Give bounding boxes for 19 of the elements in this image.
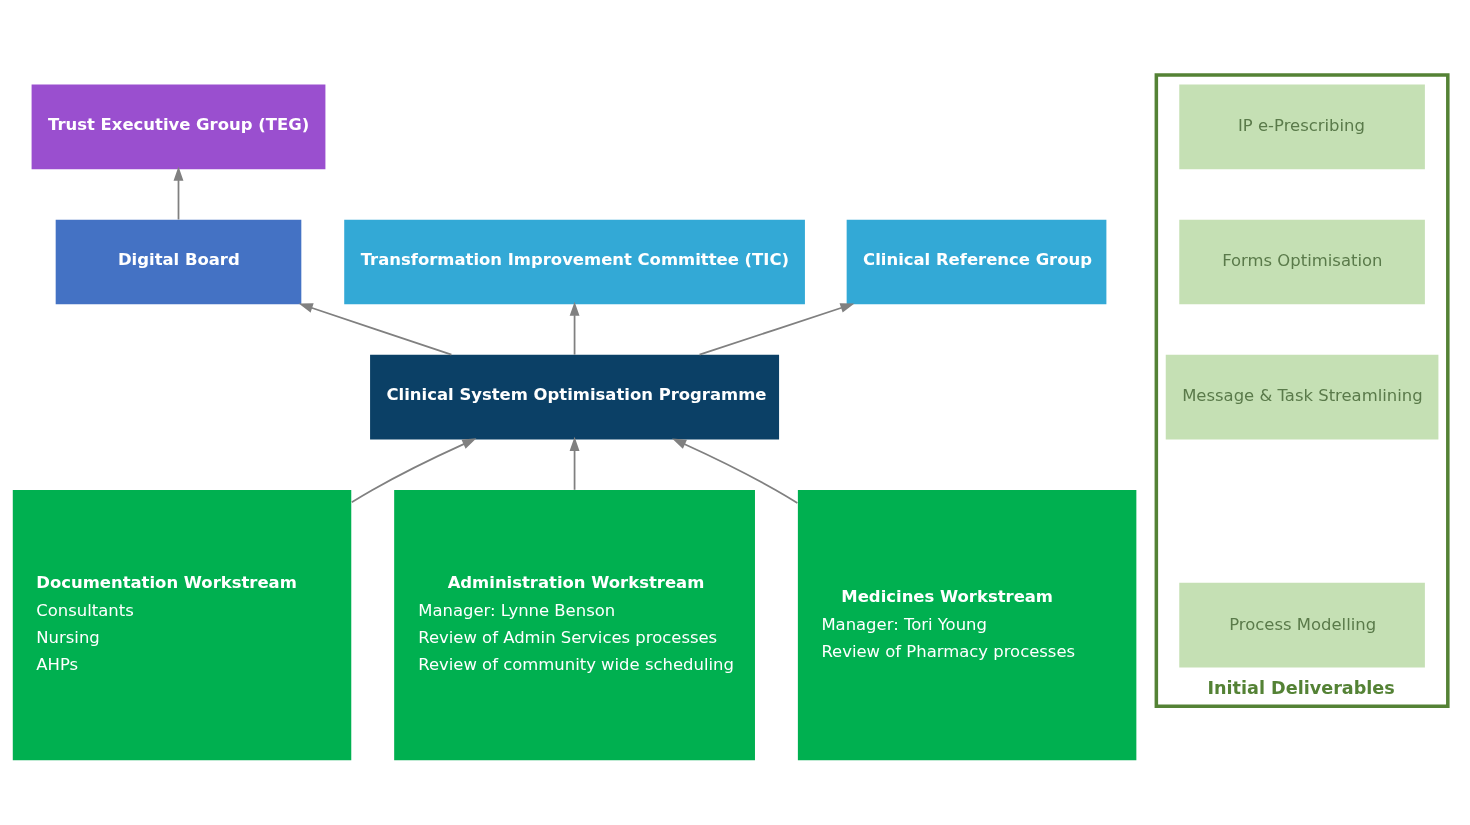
node-box: Administration Workstream Manager: Lynne Benson Review of Admin Services processes Review of community wide scheduling bbox=[394, 489, 755, 760]
arrow bbox=[350, 437, 477, 503]
node-box: Process Modelling bbox=[1179, 582, 1425, 667]
node-box: IP e-Prescribing bbox=[1179, 84, 1425, 169]
arrow bbox=[298, 302, 453, 356]
node-box: Documentation Workstream Consultants Nursing AHPs bbox=[12, 489, 352, 760]
arrow bbox=[672, 437, 799, 504]
node-box: Transformation Improvement Committee (TIC) bbox=[344, 219, 805, 304]
node-box: Message & Task Streamlining bbox=[1165, 354, 1439, 439]
node-box: Digital Board bbox=[55, 219, 302, 304]
arrow bbox=[173, 166, 184, 220]
arrow bbox=[698, 302, 855, 356]
node-box: Clinical Reference Group bbox=[846, 219, 1107, 304]
node-box: Trust Executive Group (TEG) bbox=[31, 84, 326, 169]
node-box: Clinical System Optimisation Programme bbox=[370, 354, 780, 439]
node-box: Forms Optimisation bbox=[1179, 219, 1425, 304]
node-box: Medicines Workstream Manager: Tori Young Review of Pharmacy processes bbox=[797, 489, 1137, 760]
arrow bbox=[569, 436, 580, 491]
arrow bbox=[569, 301, 580, 356]
